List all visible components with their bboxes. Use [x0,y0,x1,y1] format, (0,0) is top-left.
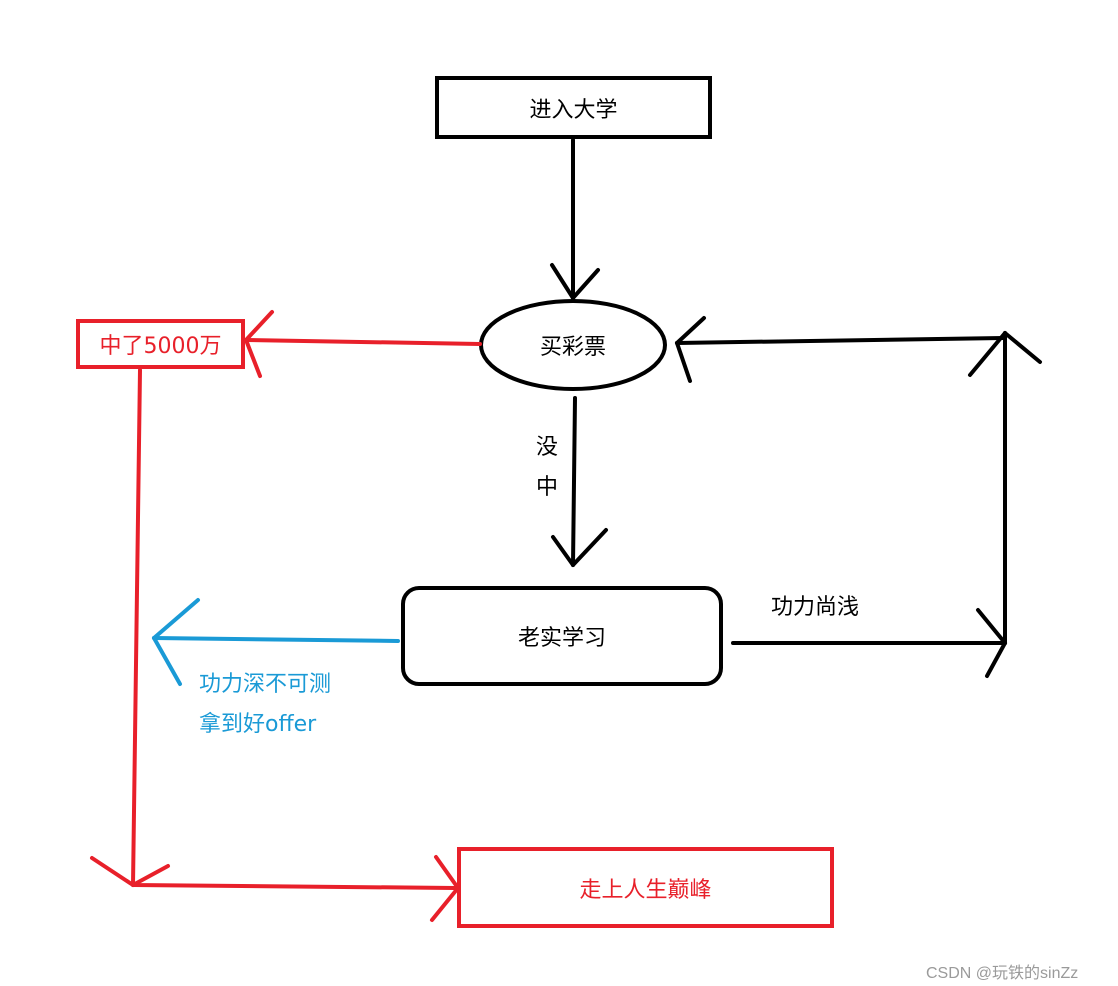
arrow-lottery-to-study [551,396,608,567]
edge-shallow-skill-label: 功力尚浅 [771,595,860,620]
node-peak-label: 走上人生巅峰 [579,877,712,903]
node-study-label: 老实学习 [517,626,606,651]
node-start-box [435,76,712,139]
edge-deep-skill-line2: 拿到好offer [199,712,317,737]
node-study-box [401,586,723,686]
node-lottery-label: 买彩票 [539,335,606,360]
node-peak-box [457,847,834,928]
arrow-study-to-offer [152,598,400,686]
node-won-label: 中了5000万 [99,334,222,359]
node-won-box [76,319,245,369]
edge-not-won-char-1: 没 [535,435,558,460]
arrow-start-to-lottery [550,138,600,300]
watermark: CSDN @玩铁的sinZz [926,965,1079,982]
edge-not-won-char-2: 中 [535,475,558,500]
arrow-study-loop-to-lottery [675,316,1042,678]
node-start-label: 进入大学 [529,97,618,123]
edge-deep-skill-line1: 功力深不可测 [199,672,332,697]
arrow-won-to-peak [90,368,460,922]
arrow-lottery-to-won [244,310,482,378]
